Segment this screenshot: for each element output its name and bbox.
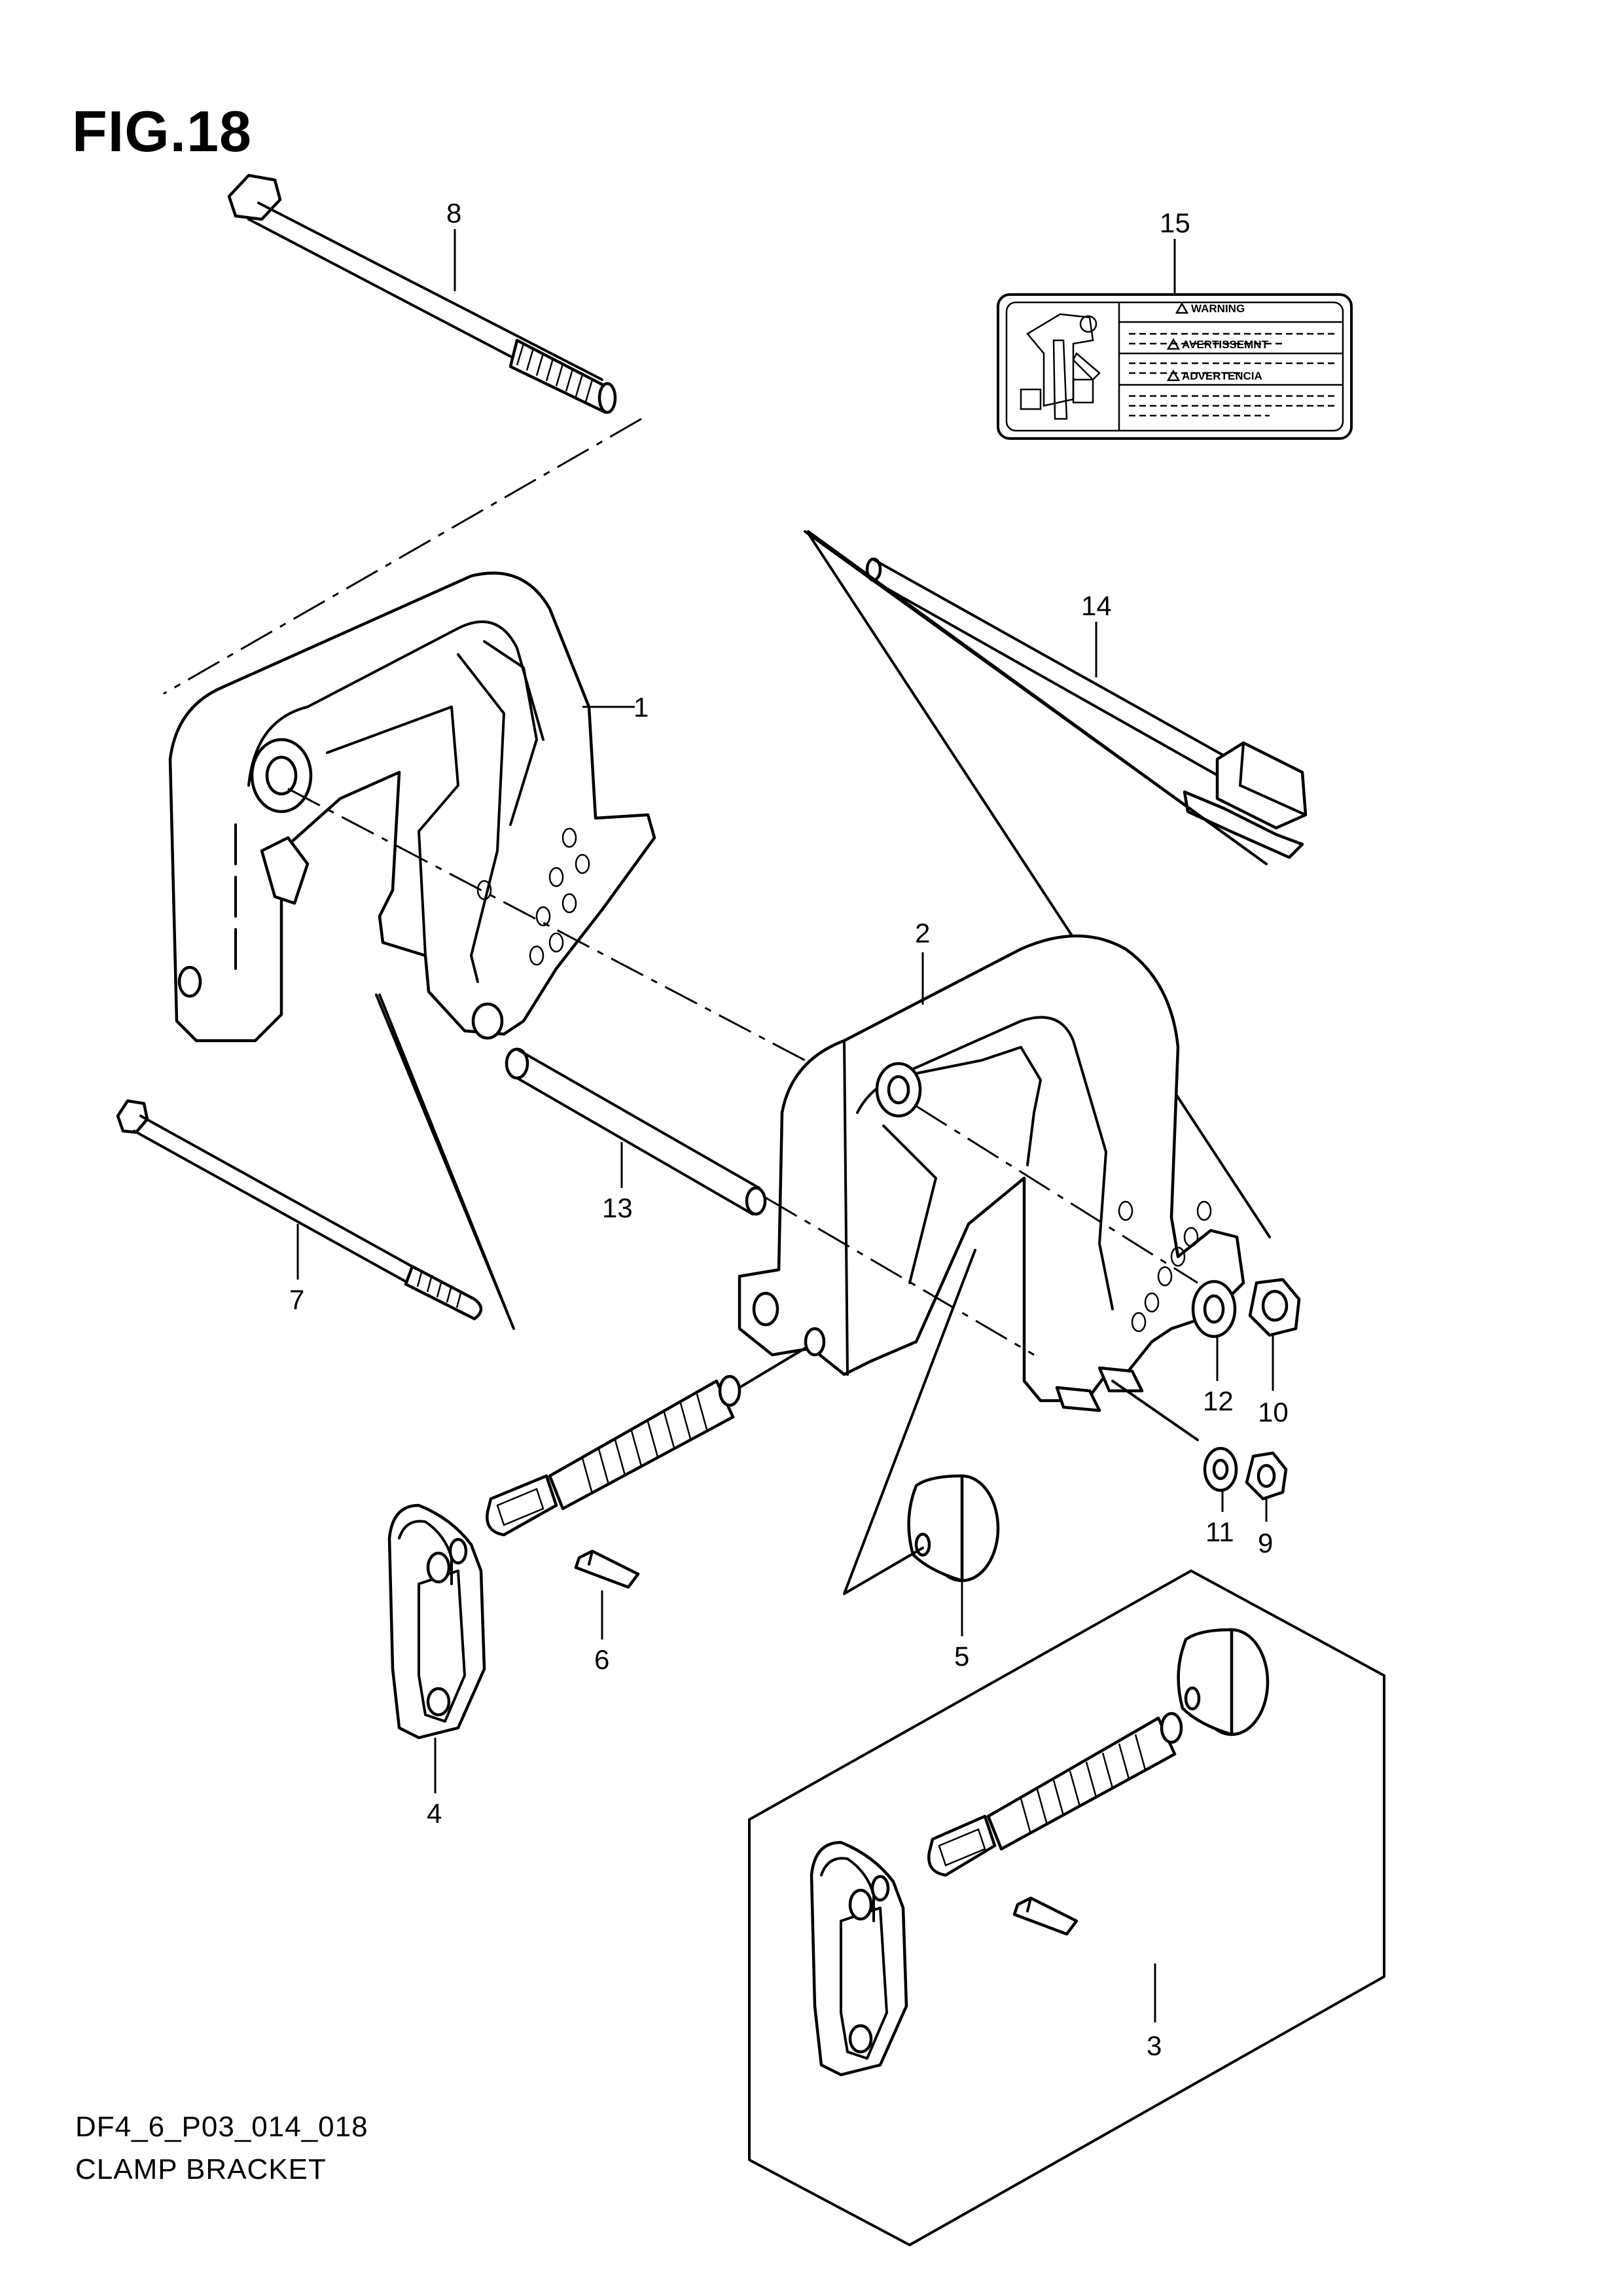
warning-text-es: ADVERTENCIA <box>1182 370 1262 382</box>
diagram-code: DF4_6_P03_014_018 <box>75 2111 368 2143</box>
warning-pictogram-icon <box>1020 313 1101 420</box>
callout-10: 10 <box>1258 1397 1289 1427</box>
rod-part-14[interactable] <box>865 557 1308 859</box>
warning-label-part-15[interactable]: WARNING AVERTISSEMNT ADVERTENCIA <box>997 293 1353 440</box>
section-name: CLAMP BRACKET <box>75 2153 327 2185</box>
bolt-part-7[interactable] <box>116 1099 483 1321</box>
callout-12: 12 <box>1203 1386 1234 1416</box>
nut-part-10[interactable] <box>1248 1278 1301 1337</box>
callout-6: 6 <box>594 1644 609 1675</box>
callout-15: 15 <box>1160 207 1190 238</box>
pin-part-13[interactable] <box>505 1047 767 1216</box>
callout-2: 2 <box>915 918 930 948</box>
pin-part-6[interactable] <box>574 1549 640 1589</box>
clamp-bracket-part-1[interactable] <box>168 571 656 1043</box>
callout-5: 5 <box>954 1641 969 1672</box>
washer-part-11[interactable] <box>1203 1446 1238 1492</box>
warning-text-fr: AVERTISSEMNT <box>1182 338 1269 351</box>
callout-7: 7 <box>289 1284 304 1315</box>
clamp-screw[interactable] <box>486 1374 741 1537</box>
bolt-part-8[interactable] <box>227 173 617 414</box>
callout-3: 3 <box>1147 2030 1162 2061</box>
pad-part-5[interactable] <box>907 1474 1000 1583</box>
callout-13: 13 <box>602 1193 633 1223</box>
figure-title: FIG.18 <box>72 99 252 164</box>
callout-14: 14 <box>1081 590 1112 621</box>
callout-4: 4 <box>427 1798 442 1829</box>
clamp-bracket-part-2[interactable] <box>738 934 1245 1412</box>
nut-part-9[interactable] <box>1245 1451 1288 1501</box>
callout-11: 11 <box>1205 1516 1234 1547</box>
handle-part-4[interactable] <box>387 1503 486 1740</box>
callout-1: 1 <box>633 692 649 723</box>
washer-part-12[interactable] <box>1191 1280 1237 1338</box>
warning-text-en: WARNING <box>1191 302 1245 315</box>
callout-9: 9 <box>1258 1528 1273 1558</box>
clamp-assembly-kit-part-3[interactable] <box>748 1570 1385 2246</box>
callout-8: 8 <box>446 198 461 228</box>
